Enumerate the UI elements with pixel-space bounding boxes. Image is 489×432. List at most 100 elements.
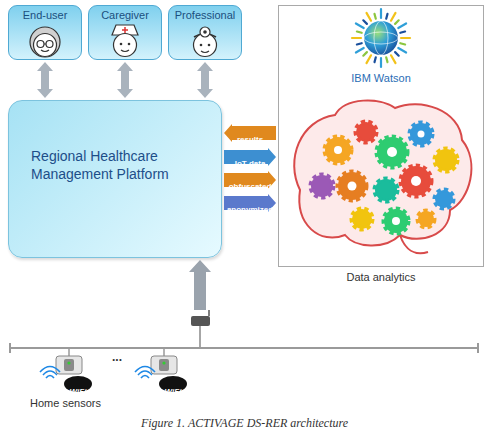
eye <box>128 43 131 46</box>
node-label: IBM Watson <box>351 72 411 85</box>
gear <box>401 166 431 196</box>
eye <box>200 44 203 47</box>
bus-end <box>10 343 478 353</box>
router-antenna <box>208 310 210 316</box>
sensor-face <box>64 359 74 371</box>
node-label: Regional Healthcare Management Platform <box>31 147 205 183</box>
eye <box>120 43 123 46</box>
watson-ray <box>398 48 406 53</box>
router <box>191 316 210 326</box>
watson-ray <box>401 37 410 39</box>
sensor-2 <box>135 348 187 392</box>
label-holder: ... <box>112 347 122 365</box>
arrow-label: IoT data <box>235 159 266 169</box>
arrow-label: results <box>237 135 263 145</box>
wifi-waves <box>135 367 155 379</box>
gear-hole <box>392 217 400 225</box>
watson-ray <box>363 20 367 24</box>
sensor-face <box>159 359 169 371</box>
gear <box>375 179 397 201</box>
face <box>114 34 137 57</box>
gear <box>435 149 457 171</box>
mirror-hole <box>203 30 207 34</box>
node-label: Home sensors <box>30 397 101 410</box>
hair <box>30 27 60 57</box>
mouth <box>201 51 209 53</box>
gear-hole <box>348 182 357 191</box>
node-caption: Data analytics <box>346 271 415 284</box>
gears <box>311 122 457 233</box>
gear <box>377 137 407 167</box>
gear <box>418 211 434 227</box>
ellipsis: ... <box>112 351 122 364</box>
gear-hole <box>387 147 397 157</box>
watson-ray <box>380 58 382 67</box>
gear <box>352 209 372 229</box>
globe-line <box>374 21 388 55</box>
block-arrow <box>117 62 133 98</box>
caregiver-icon <box>112 25 138 57</box>
watson-ray <box>363 52 367 56</box>
gear <box>325 137 351 163</box>
gear <box>410 123 432 145</box>
home-bus <box>10 347 478 349</box>
watson-ray <box>375 57 376 62</box>
watson-ray <box>367 13 372 21</box>
caption-holder: Figure 1. ACTIVAGE DS-RER architecture <box>0 413 489 431</box>
arrow-label-holder: anonymized <box>227 198 273 216</box>
mouth <box>121 50 129 52</box>
block-arrow <box>197 62 213 98</box>
watson-ray <box>395 20 399 24</box>
watson-ray <box>367 55 372 63</box>
block-arrow <box>37 62 53 98</box>
glasses <box>46 41 53 48</box>
arrow-label-holder: IoT data <box>235 152 266 170</box>
watson-ray <box>357 32 362 33</box>
mouth <box>41 44 49 52</box>
gear <box>356 122 376 142</box>
watson-ray <box>375 14 376 19</box>
watson-ray <box>386 57 387 62</box>
brain-outline <box>294 100 471 245</box>
watson-ray <box>391 55 396 63</box>
globe-line <box>364 32 398 44</box>
arrow-label-holder: obfuscated <box>229 175 272 193</box>
arrow-label: obfuscated <box>229 182 272 192</box>
gear <box>435 190 453 208</box>
gear-hole <box>418 131 425 138</box>
watson-ray <box>398 24 406 29</box>
node-label: Caregiver <box>101 9 149 22</box>
end-user-icon <box>30 27 60 57</box>
watson-ray <box>356 24 364 29</box>
watson-ray <box>400 32 405 33</box>
figure-caption: Figure 1. ACTIVAGE DS-RER architecture <box>141 416 348 431</box>
cap-cross <box>122 27 128 33</box>
watson-ray <box>356 48 364 53</box>
watson-ray <box>380 9 382 18</box>
brain-stem <box>400 235 428 253</box>
watson-ray <box>357 43 362 44</box>
sensor-led <box>67 361 70 364</box>
watson-ray <box>395 52 399 56</box>
gear-holes <box>334 131 425 226</box>
gear-hole <box>411 176 421 186</box>
arrow-label: anonymized <box>227 205 273 215</box>
head-mirror <box>200 27 210 37</box>
watson-rays <box>352 9 410 67</box>
gear-hole <box>334 146 342 154</box>
eye <box>208 44 211 47</box>
wifi-waves <box>40 367 60 379</box>
sensor-led <box>162 361 165 364</box>
watson-ray <box>400 43 405 44</box>
watson-ray <box>386 14 387 19</box>
gear <box>384 209 408 233</box>
watson-ray <box>352 37 361 39</box>
professional-icon <box>194 27 217 57</box>
gear <box>311 175 333 197</box>
gear <box>338 172 366 200</box>
label-holder: WiFi <box>70 380 87 398</box>
face <box>34 34 57 57</box>
router-link <box>199 326 201 348</box>
